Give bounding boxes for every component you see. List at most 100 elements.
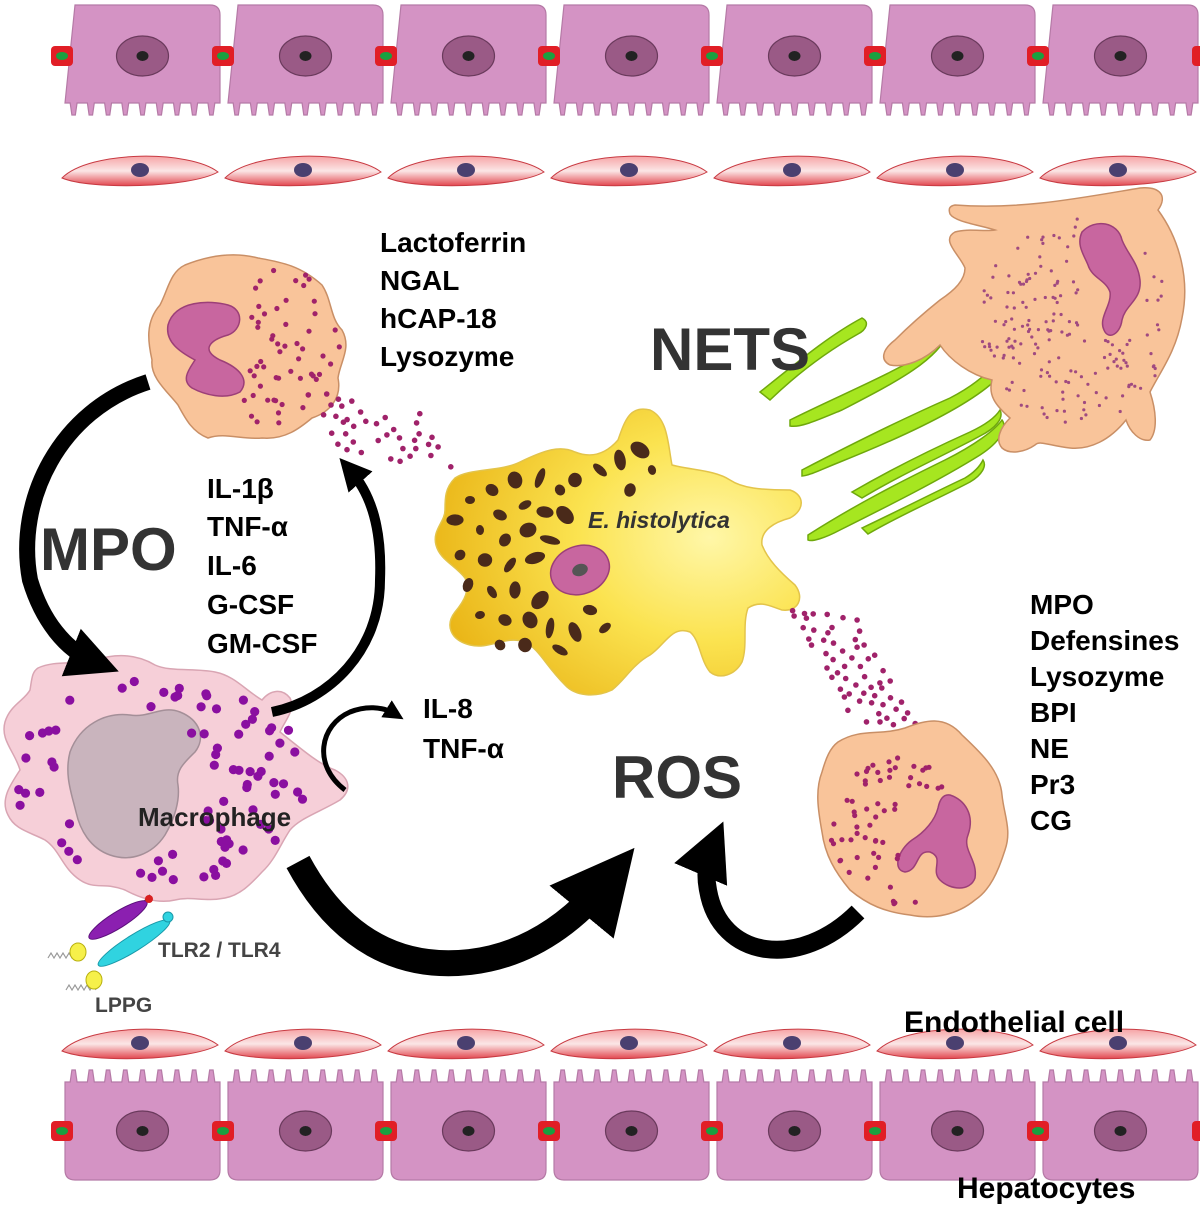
mpo-label: MPO [40, 516, 177, 583]
granule-release-top [305, 391, 454, 470]
neutrophil-bottom-right [817, 720, 1009, 918]
vacuole [475, 610, 485, 620]
granule-right-item: Defensines [1030, 625, 1179, 656]
e-histolytica-trophozoite [434, 408, 802, 696]
vacuole [630, 441, 650, 459]
vacuole [498, 614, 512, 626]
vacuole [534, 468, 546, 488]
endothelial-row-bottom [61, 1028, 1197, 1060]
vacuole [475, 525, 485, 535]
vacuole [519, 522, 537, 538]
vacuole [446, 514, 464, 526]
vacuole [518, 500, 532, 510]
endothelial-nucleus [783, 1036, 801, 1050]
granule-top-item: NGAL [380, 265, 459, 296]
neutrophil-nets-releasing [883, 187, 1186, 453]
vacuole [568, 472, 582, 488]
cytokine-item: IL-1β [207, 473, 274, 504]
vacuole [556, 505, 574, 525]
endothelial-nucleus [457, 163, 475, 177]
arrow-neutrophil-to-ros [674, 821, 865, 959]
endothelial-nucleus [294, 1036, 312, 1050]
hepatocyte-row-bottom [51, 1069, 1200, 1181]
arrow-macrophage-to-ros [286, 847, 635, 977]
arrow-neutrophil-to-macrophage [19, 374, 151, 677]
vacuole [503, 557, 517, 573]
vacuole [552, 644, 568, 656]
macrophage-nucleus [67, 709, 202, 859]
vacuole [599, 622, 611, 634]
chemokine-list: IL-8 TNF-α [423, 693, 504, 764]
lppg-icon [69, 942, 87, 962]
endothelial-label: Endothelial cell [904, 1006, 1124, 1039]
vacuole [507, 471, 523, 489]
cytokine-item: G-CSF [207, 589, 294, 620]
neutrophil-right-nucleus [897, 794, 977, 889]
vacuole [487, 585, 497, 599]
endothelial-nucleus [131, 1036, 149, 1050]
vacuole [454, 549, 466, 561]
vacuole [614, 449, 626, 471]
vacuole [522, 611, 538, 629]
vacuole [499, 533, 511, 547]
neutrophil-top-nucleus [166, 301, 245, 397]
endothelial-nucleus [620, 163, 638, 177]
lppg-molecules [47, 942, 103, 992]
lppg-label: LPPG [95, 994, 152, 1017]
granule-release-right [789, 607, 921, 736]
vacuole [493, 509, 507, 521]
endothelial-nucleus [1109, 1036, 1127, 1050]
granule-top-item: Lactoferrin [380, 227, 526, 258]
granule-right-item: Pr3 [1030, 769, 1075, 800]
nets-fibers [758, 288, 1008, 542]
endothelial-nucleus [946, 1036, 964, 1050]
endothelial-nucleus [1109, 163, 1127, 177]
nets-label: NETS [650, 316, 810, 383]
neutrophil-top-left [148, 254, 347, 440]
cytokine-item: TNF-α [207, 511, 288, 542]
arrows [19, 374, 865, 977]
endothelial-nucleus [131, 163, 149, 177]
vacuole [593, 463, 607, 477]
organism-label: E. histolytica [588, 507, 730, 533]
granule-list-right: MPO Defensines Lysozyme BPI NE Pr3 CG [1030, 589, 1179, 836]
vacuole [554, 484, 566, 496]
chemokine-item: TNF-α [423, 733, 504, 764]
vacuole [568, 622, 582, 642]
chemokine-item: IL-8 [423, 693, 473, 724]
vacuole [624, 483, 636, 497]
granule-right-item: BPI [1030, 697, 1077, 728]
cytokine-item: IL-6 [207, 550, 257, 581]
granule-top-item: Lysozyme [380, 341, 514, 372]
vacuole [509, 581, 521, 599]
endothelial-nucleus [457, 1036, 475, 1050]
granule-top-item: hCAP-18 [380, 303, 497, 334]
tlr-receptors [88, 894, 174, 967]
arrow-macrophage-to-neutrophil [270, 457, 386, 717]
vacuole [536, 506, 554, 518]
arrow-macrophage-to-il8 [321, 700, 404, 792]
vacuole [465, 496, 475, 504]
vacuole [539, 535, 561, 545]
granule-right-item: CG [1030, 805, 1072, 836]
granule-right-item: MPO [1030, 589, 1094, 620]
nets-nucleus [1079, 222, 1141, 336]
endothelial-nucleus [783, 163, 801, 177]
vacuole [462, 578, 474, 592]
vacuole [582, 604, 598, 616]
vacuole [531, 590, 549, 610]
cytokine-list: IL-1β TNF-α IL-6 G-CSF GM-CSF [207, 473, 317, 659]
ros-label: ROS [612, 744, 742, 811]
vacuole [545, 617, 555, 639]
vacuole [524, 551, 546, 565]
endothelial-nucleus [946, 163, 964, 177]
endothelial-nucleus [620, 1036, 638, 1050]
tlr-label: TLR2 / TLR4 [158, 939, 281, 962]
hepatocytes-label: Hepatocytes [957, 1172, 1135, 1205]
macrophage-cell [3, 654, 349, 902]
vacuole [647, 465, 657, 475]
endothelial-nucleus [294, 163, 312, 177]
vacuole [485, 483, 499, 497]
granule-list-top: Lactoferrin NGAL hCAP-18 Lysozyme [380, 227, 526, 372]
